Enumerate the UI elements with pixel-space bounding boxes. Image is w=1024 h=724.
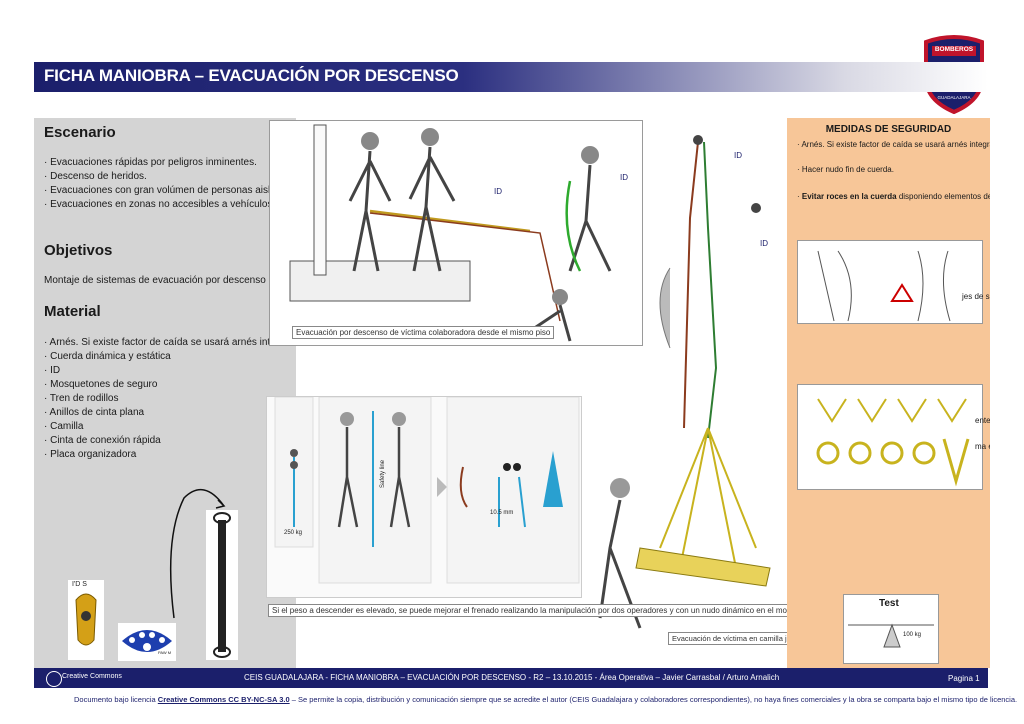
ids-label: I'D S <box>72 581 87 588</box>
cc-label: Creative Commons <box>62 673 122 680</box>
cc-logo <box>46 671 62 687</box>
objetivos-heading: Objetivos <box>44 242 113 259</box>
test-diagram <box>843 594 939 664</box>
medidas-item-rest: disponiendo elementos de pr <box>898 192 990 201</box>
material-item: · ID <box>44 365 61 376</box>
medidas-item-bold: Evitar roces en la cuerda <box>801 192 897 201</box>
material-item: · Tren de rodillos <box>44 393 119 404</box>
paw-label: PAW M <box>158 650 172 655</box>
safety-line-label: Safety line <box>380 459 386 488</box>
material-item: · Camilla <box>44 421 84 432</box>
license-prefix: Documento bajo licencia <box>74 695 158 704</box>
escenario-heading: Escenario <box>44 124 116 141</box>
license-link[interactable]: Creative Commons CC BY-NC-SA 3.0 <box>157 695 290 704</box>
footer-bar <box>34 668 988 688</box>
material-heading: Material <box>44 303 101 320</box>
medidas-fragment: jes de segu <box>962 292 990 301</box>
arrow-icon <box>169 489 226 619</box>
material-item: · Cinta de conexión rápida <box>44 435 161 446</box>
figure-victim-collaborating <box>269 120 643 346</box>
test-label: Test <box>879 598 899 609</box>
safety-measures-panel: MEDIDAS DE SEGURIDAD · Arnés. Si existe … <box>787 118 990 668</box>
rigging-plate-image <box>118 623 176 661</box>
material-item: · Anillos de cinta plana <box>44 407 145 418</box>
caption-victim-collaborating: Evacuación por descenso de víctima colab… <box>292 326 555 339</box>
medidas-fragment: ente para <box>975 416 990 425</box>
weight-100-label: 100 kg <box>903 632 922 638</box>
material-item: · Cuerda dinámica y estática <box>44 351 171 362</box>
id-label: ID <box>760 239 768 248</box>
knots-diagram <box>797 384 983 490</box>
id-label: ID <box>620 173 628 182</box>
escenario-item: · Evacuaciones con gran volúmen de perso… <box>44 185 271 196</box>
friction-diagram <box>797 240 983 324</box>
page-number: Pagina 1 <box>948 674 980 683</box>
caption-heavy-load: Si el peso a descender es elevado, se pu… <box>268 604 787 617</box>
medidas-item: · Arnés. Si existe factor de caída se us… <box>797 140 990 149</box>
medidas-fragment: ma en fun <box>975 442 990 451</box>
license-text: Documento bajo licencia Creative Commons… <box>74 695 1017 704</box>
figure-stretcher <box>598 135 771 629</box>
license-suffix: – Se permite la copia, distribución y co… <box>289 695 1018 704</box>
logo-bottom-text: GUADALAJARA <box>937 95 971 100</box>
figure-two-operators <box>266 396 582 598</box>
illustrations-area: ID ID Evacuación por descenso de víctima… <box>262 118 787 668</box>
page-title: FICHA MANIOBRA – EVACUACIÓN POR DESCENSO <box>44 66 459 85</box>
objetivos-item: Montaje de sistemas de evacuación por de… <box>44 275 275 286</box>
sling-image <box>206 510 238 660</box>
id-label: ID <box>494 187 502 196</box>
material-item: · Placa organizadora <box>44 449 137 460</box>
medidas-item: · Hacer nudo fin de cuerda. <box>797 165 894 174</box>
escenario-item: · Evacuaciones rápidas por peligros inmi… <box>44 157 257 168</box>
material-item: · Mosquetones de seguro <box>44 379 158 390</box>
logo-top-text: BOMBEROS <box>934 46 974 53</box>
ids-device-image <box>68 580 104 660</box>
medidas-item: · Evitar roces en la cuerda disponiendo … <box>797 192 990 201</box>
title-bar <box>34 62 988 92</box>
escenario-item: · Evacuaciones en zonas no accesibles a … <box>44 199 273 210</box>
caption-stretcher: Evacuación de víctima en camilla junto a… <box>668 632 787 645</box>
rope-diameter-label: 10.5 mm <box>490 510 514 516</box>
id-label: ID <box>734 151 742 160</box>
weight-250-label: 250 kg <box>284 530 303 536</box>
left-info-panel: Escenario · Evacuaciones rápidas por pel… <box>34 118 296 668</box>
medidas-heading: MEDIDAS DE SEGURIDAD <box>825 124 952 135</box>
escenario-item: · Descenso de heridos. <box>44 171 147 182</box>
material-item: · Arnés. Si existe factor de caída se us… <box>44 337 271 348</box>
footer-text: CEIS GUADALAJARA - FICHA MANIOBRA – EVAC… <box>244 673 780 682</box>
